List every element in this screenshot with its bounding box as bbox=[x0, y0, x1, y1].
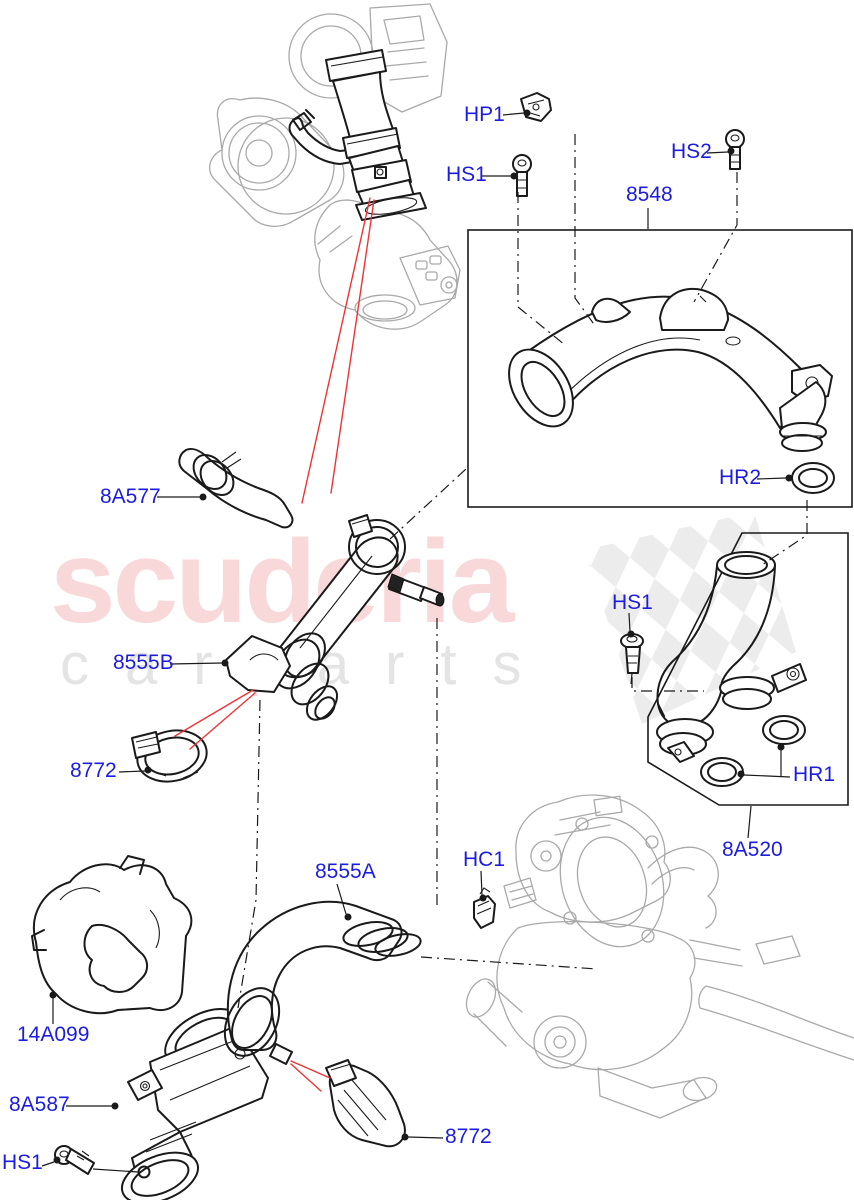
scuderia-watermark: scuderia bbox=[50, 516, 516, 648]
bolt-hs1-top bbox=[512, 154, 532, 197]
part-label-8a587[interactable]: 8A587 bbox=[9, 1093, 70, 1116]
part-label-hs1-right[interactable]: HS1 bbox=[612, 591, 653, 614]
watermark-layer: scuderia carparts bbox=[50, 512, 796, 724]
sensor-hp1 bbox=[520, 92, 552, 122]
part-label-14a099[interactable]: 14A099 bbox=[17, 1023, 90, 1046]
part-label-hc1[interactable]: HC1 bbox=[463, 848, 506, 871]
thermostat-8a587 bbox=[121, 1008, 269, 1200]
part-label-8772-left[interactable]: 8772 bbox=[70, 759, 117, 782]
hose-installed-top bbox=[288, 49, 427, 221]
engine-assembly-bottom bbox=[465, 794, 854, 1119]
clamp-8772-left bbox=[131, 729, 208, 783]
part-label-hr2[interactable]: HR2 bbox=[719, 466, 762, 489]
part-label-8548[interactable]: 8548 bbox=[626, 183, 673, 206]
red-reference-lines bbox=[174, 197, 375, 1092]
hose-8a577 bbox=[178, 448, 294, 529]
part-label-8555a[interactable]: 8555A bbox=[315, 860, 376, 883]
housing-14a099 bbox=[31, 855, 193, 1015]
part-label-hs1-top[interactable]: HS1 bbox=[446, 163, 487, 186]
part-label-hr1[interactable]: HR1 bbox=[793, 763, 836, 786]
oring-hr1-lower bbox=[700, 757, 744, 787]
outlet-pipe-8548 bbox=[508, 287, 833, 452]
clip-hc1 bbox=[473, 887, 496, 929]
part-label-8a577[interactable]: 8A577 bbox=[100, 485, 161, 508]
oring-hr1-upper bbox=[762, 715, 806, 745]
pipe-8555b bbox=[225, 514, 445, 721]
part-box-8548 bbox=[467, 229, 853, 508]
part-label-8772-bottom[interactable]: 8772 bbox=[445, 1125, 492, 1148]
part-label-8555b[interactable]: 8555B bbox=[113, 651, 174, 674]
part-label-8a520[interactable]: 8A520 bbox=[722, 838, 783, 861]
part-label-hp1[interactable]: HP1 bbox=[464, 103, 505, 126]
engine-assembly-top bbox=[209, 3, 461, 330]
label-leader-lines bbox=[41, 109, 793, 1167]
hose-8555a bbox=[223, 900, 422, 1065]
assembly-reference-lines bbox=[237, 134, 808, 1009]
inlet-pipe-8a520 bbox=[656, 551, 807, 763]
part-box-8a520 bbox=[647, 532, 849, 806]
part-label-hs2[interactable]: HS2 bbox=[671, 140, 712, 163]
bolt-hs2 bbox=[725, 129, 745, 170]
part-label-hs1-bottom[interactable]: HS1 bbox=[2, 1151, 43, 1174]
clamp-8772-bottom bbox=[325, 1059, 406, 1148]
oring-hr2 bbox=[791, 462, 835, 494]
